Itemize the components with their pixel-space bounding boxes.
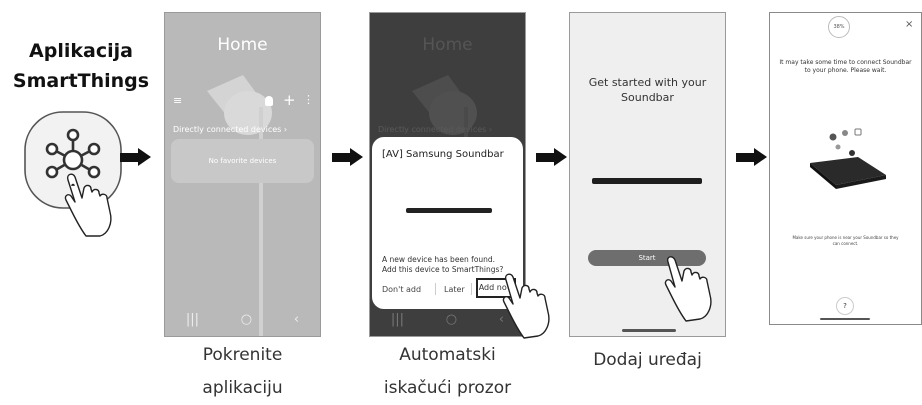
notification-icon[interactable]	[265, 96, 273, 106]
screen-title: Home	[422, 35, 473, 55]
caption-line-2: aplikaciju	[202, 378, 283, 398]
start-button[interactable]: Start	[588, 250, 706, 266]
add-icon[interactable]: +	[283, 91, 296, 109]
caption-step-2: Automatski iskačući prozor	[369, 339, 526, 405]
divider	[471, 283, 472, 295]
wait-message: It may take some time to connect Soundba…	[776, 59, 915, 75]
wait-line-1: It may take some time to connect Soundba…	[779, 59, 912, 66]
wait-line-2: to your phone. Please wait.	[804, 67, 887, 74]
nav-bar: ||| ○ ‹	[370, 302, 525, 336]
lamp-background-icon	[412, 75, 477, 147]
screen-title: Home	[217, 35, 268, 55]
tapping-hand-icon	[502, 273, 550, 339]
phone-screen-connecting: 38% × It may take some time to connect S…	[769, 12, 922, 325]
help-button[interactable]: ?	[836, 297, 854, 315]
directly-connected-link[interactable]: Directly connected devices ›	[173, 125, 288, 134]
app-name-label: Aplikacija SmartThings	[6, 36, 156, 96]
proximity-hint: Make sure your phone is near your Soundb…	[776, 235, 915, 247]
phone-pairing-illustration	[810, 128, 886, 189]
app-name-line-1: Aplikacija	[29, 40, 133, 62]
more-icon[interactable]: ⋮	[303, 93, 314, 106]
device-found-dialog: [AV] Samsung Soundbar A new device has b…	[372, 137, 523, 309]
soundbar-image	[592, 178, 702, 184]
recent-apps-icon[interactable]: |||	[390, 311, 405, 327]
home-button-icon[interactable]: ○	[445, 311, 458, 327]
progress-indicator: 38%	[828, 16, 850, 38]
dialog-message-line-1: A new device has been found.	[382, 255, 496, 264]
recent-apps-icon[interactable]: |||	[185, 311, 200, 327]
soundbar-image	[406, 208, 492, 213]
lamp-background-icon	[207, 75, 272, 336]
favorites-card: No favorite devices	[171, 139, 314, 183]
dont-add-button[interactable]: Don't add	[382, 285, 422, 294]
caption-line-1: Pokrenite	[202, 345, 283, 365]
home-button-icon[interactable]: ○	[240, 311, 253, 327]
caption-step-3: Dodaj uređaj	[593, 350, 702, 370]
app-name-line-2: SmartThings	[12, 70, 150, 92]
home-indicator	[622, 329, 676, 332]
dialog-message: A new device has been found. Add this de…	[382, 255, 503, 275]
dialog-title: [AV] Samsung Soundbar	[382, 149, 504, 160]
phone-screen-popup: Home Directly connected devices › [AV] S…	[369, 12, 526, 337]
directly-connected-link: Directly connected devices ›	[378, 125, 493, 134]
phone-screen-get-started: Get started with your Soundbar Start	[569, 12, 726, 337]
get-started-heading: Get started with your Soundbar	[570, 75, 725, 105]
phone-screen-home: Home ≡ + ⋮ Directly connected devices › …	[164, 12, 321, 337]
no-favorites-text: No favorite devices	[208, 157, 277, 165]
heading-line-1: Get started with your	[588, 76, 707, 89]
back-icon[interactable]: ‹	[498, 311, 505, 327]
smartthings-app-icon[interactable]	[20, 108, 150, 238]
hint-line-2: can connect.	[832, 241, 859, 246]
close-icon[interactable]: ×	[905, 19, 914, 30]
home-indicator	[820, 318, 870, 320]
nav-bar: ||| ○ ‹	[165, 302, 320, 336]
hint-line-1: Make sure your phone is near your Soundb…	[792, 235, 899, 240]
heading-line-2: Soundbar	[621, 91, 674, 104]
later-button[interactable]: Later	[444, 285, 465, 294]
dialog-message-line-2: Add this device to SmartThings?	[382, 265, 504, 274]
caption-line-2: iskačući prozor	[383, 378, 512, 398]
menu-icon[interactable]: ≡	[173, 94, 183, 107]
tapping-hand-icon	[664, 256, 712, 322]
back-icon[interactable]: ‹	[293, 311, 300, 327]
caption-step-1: Pokrenite aplikaciju	[164, 339, 321, 405]
caption-line-1: Automatski	[399, 345, 496, 365]
tapping-hand-icon	[64, 173, 112, 237]
divider	[435, 283, 436, 295]
